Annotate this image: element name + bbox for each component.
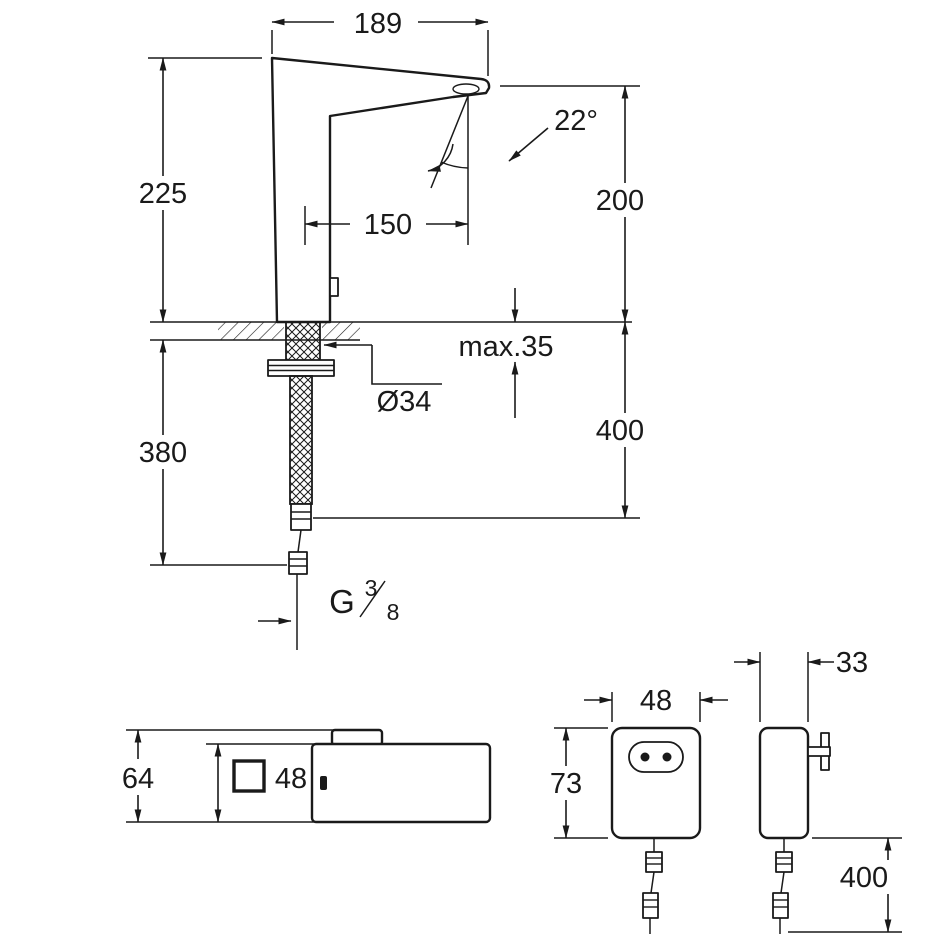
- faucet-side-view: [270, 56, 491, 324]
- dim-label-outlet-height: 200: [596, 185, 644, 217]
- dim-label-spout-projection: 189: [354, 8, 402, 40]
- dim-label-ps-depth: 33: [836, 647, 868, 679]
- dimension-supply-length: 400: [313, 321, 658, 519]
- thread-label-g: G: [329, 583, 355, 620]
- cable-plug: [642, 892, 659, 919]
- dimension-deck-thickness: max.35: [458, 288, 554, 418]
- dimension-height-above-deck: 225: [125, 57, 262, 323]
- dim-label-spray-angle: 22°: [554, 105, 598, 137]
- label-backing: [540, 766, 592, 800]
- dimension-spout-reach: 150: [304, 206, 469, 245]
- thread-end-fitting: [288, 551, 308, 575]
- power-supply-front-view: 48 73: [540, 685, 728, 934]
- mounting-nut: [267, 359, 335, 377]
- square-section-symbol: [232, 759, 266, 793]
- cable: [650, 871, 655, 894]
- top-view-body: [310, 742, 492, 824]
- cable-plug: [772, 892, 789, 919]
- top-view-lever: [330, 728, 384, 747]
- label-backing: [582, 413, 658, 447]
- cable-connector: [645, 851, 663, 873]
- power-supply-side-body: [758, 726, 810, 840]
- dimension-spout-projection: 189: [271, 6, 489, 76]
- under-counter-assembly: [267, 321, 335, 650]
- dimension-hose-length: 380: [125, 339, 287, 566]
- flexible-supply-hose: [289, 375, 313, 505]
- faucet-top-view: 64 48: [112, 728, 492, 824]
- cable: [780, 871, 785, 894]
- label-backing: [334, 6, 418, 40]
- hose-tail: [297, 529, 302, 553]
- angle-arc: [440, 161, 469, 169]
- hose-connector: [290, 503, 312, 531]
- top-view-sensor-slot: [320, 776, 327, 790]
- thread-numerator: 3: [365, 575, 378, 601]
- thread-denominator: 8: [387, 599, 400, 625]
- dim-label-height-above-deck: 225: [139, 178, 187, 210]
- label-backing: [582, 183, 658, 217]
- label-backing: [350, 207, 426, 241]
- plug-prong: [807, 746, 831, 757]
- dimension-outlet-height: 200: [500, 85, 658, 323]
- dim-label-spout-reach: 150: [364, 209, 412, 241]
- dim-label-ps-height: 73: [550, 768, 582, 800]
- dim-label-hose-length: 380: [139, 437, 187, 469]
- label-backing: [112, 759, 164, 795]
- socket-hole: [640, 752, 650, 762]
- socket-hole: [662, 752, 672, 762]
- fraction-slash: [359, 580, 386, 618]
- socket-face: [628, 741, 684, 773]
- label-backing: [125, 435, 201, 469]
- rotation-arrow: [427, 143, 454, 172]
- countertop-section: [150, 321, 632, 341]
- counter-hatch-right: [322, 322, 360, 340]
- sensor-window: [329, 277, 339, 297]
- angle-leader-line: [508, 127, 549, 162]
- leader-elbow: [371, 345, 442, 385]
- dimension-hole-diameter: Ø34: [323, 341, 442, 418]
- power-supply-side-view: 33 400: [734, 647, 902, 934]
- dim-label-supply-length: 400: [596, 415, 644, 447]
- dim-label-deck-thickness: max.35: [458, 331, 553, 363]
- thread-size-label: G 3 8: [258, 575, 399, 625]
- dim-label-body-width: 48: [275, 763, 307, 795]
- dim-label-cable-length: 400: [840, 862, 888, 894]
- faucet-body-outline: [270, 56, 491, 324]
- angled-spray-line: [430, 95, 469, 189]
- aerator-outlet: [452, 83, 480, 95]
- dim-label-body-depth: 64: [122, 763, 154, 795]
- label-backing: [828, 860, 900, 894]
- dim-label-ps-width: 48: [640, 685, 672, 717]
- cable-connector: [775, 851, 793, 873]
- dimension-spray-angle: 22°: [427, 95, 598, 245]
- label-backing: [125, 176, 201, 210]
- dim-label-hole-diameter: Ø34: [377, 386, 432, 418]
- counter-hatch-left: [218, 322, 284, 340]
